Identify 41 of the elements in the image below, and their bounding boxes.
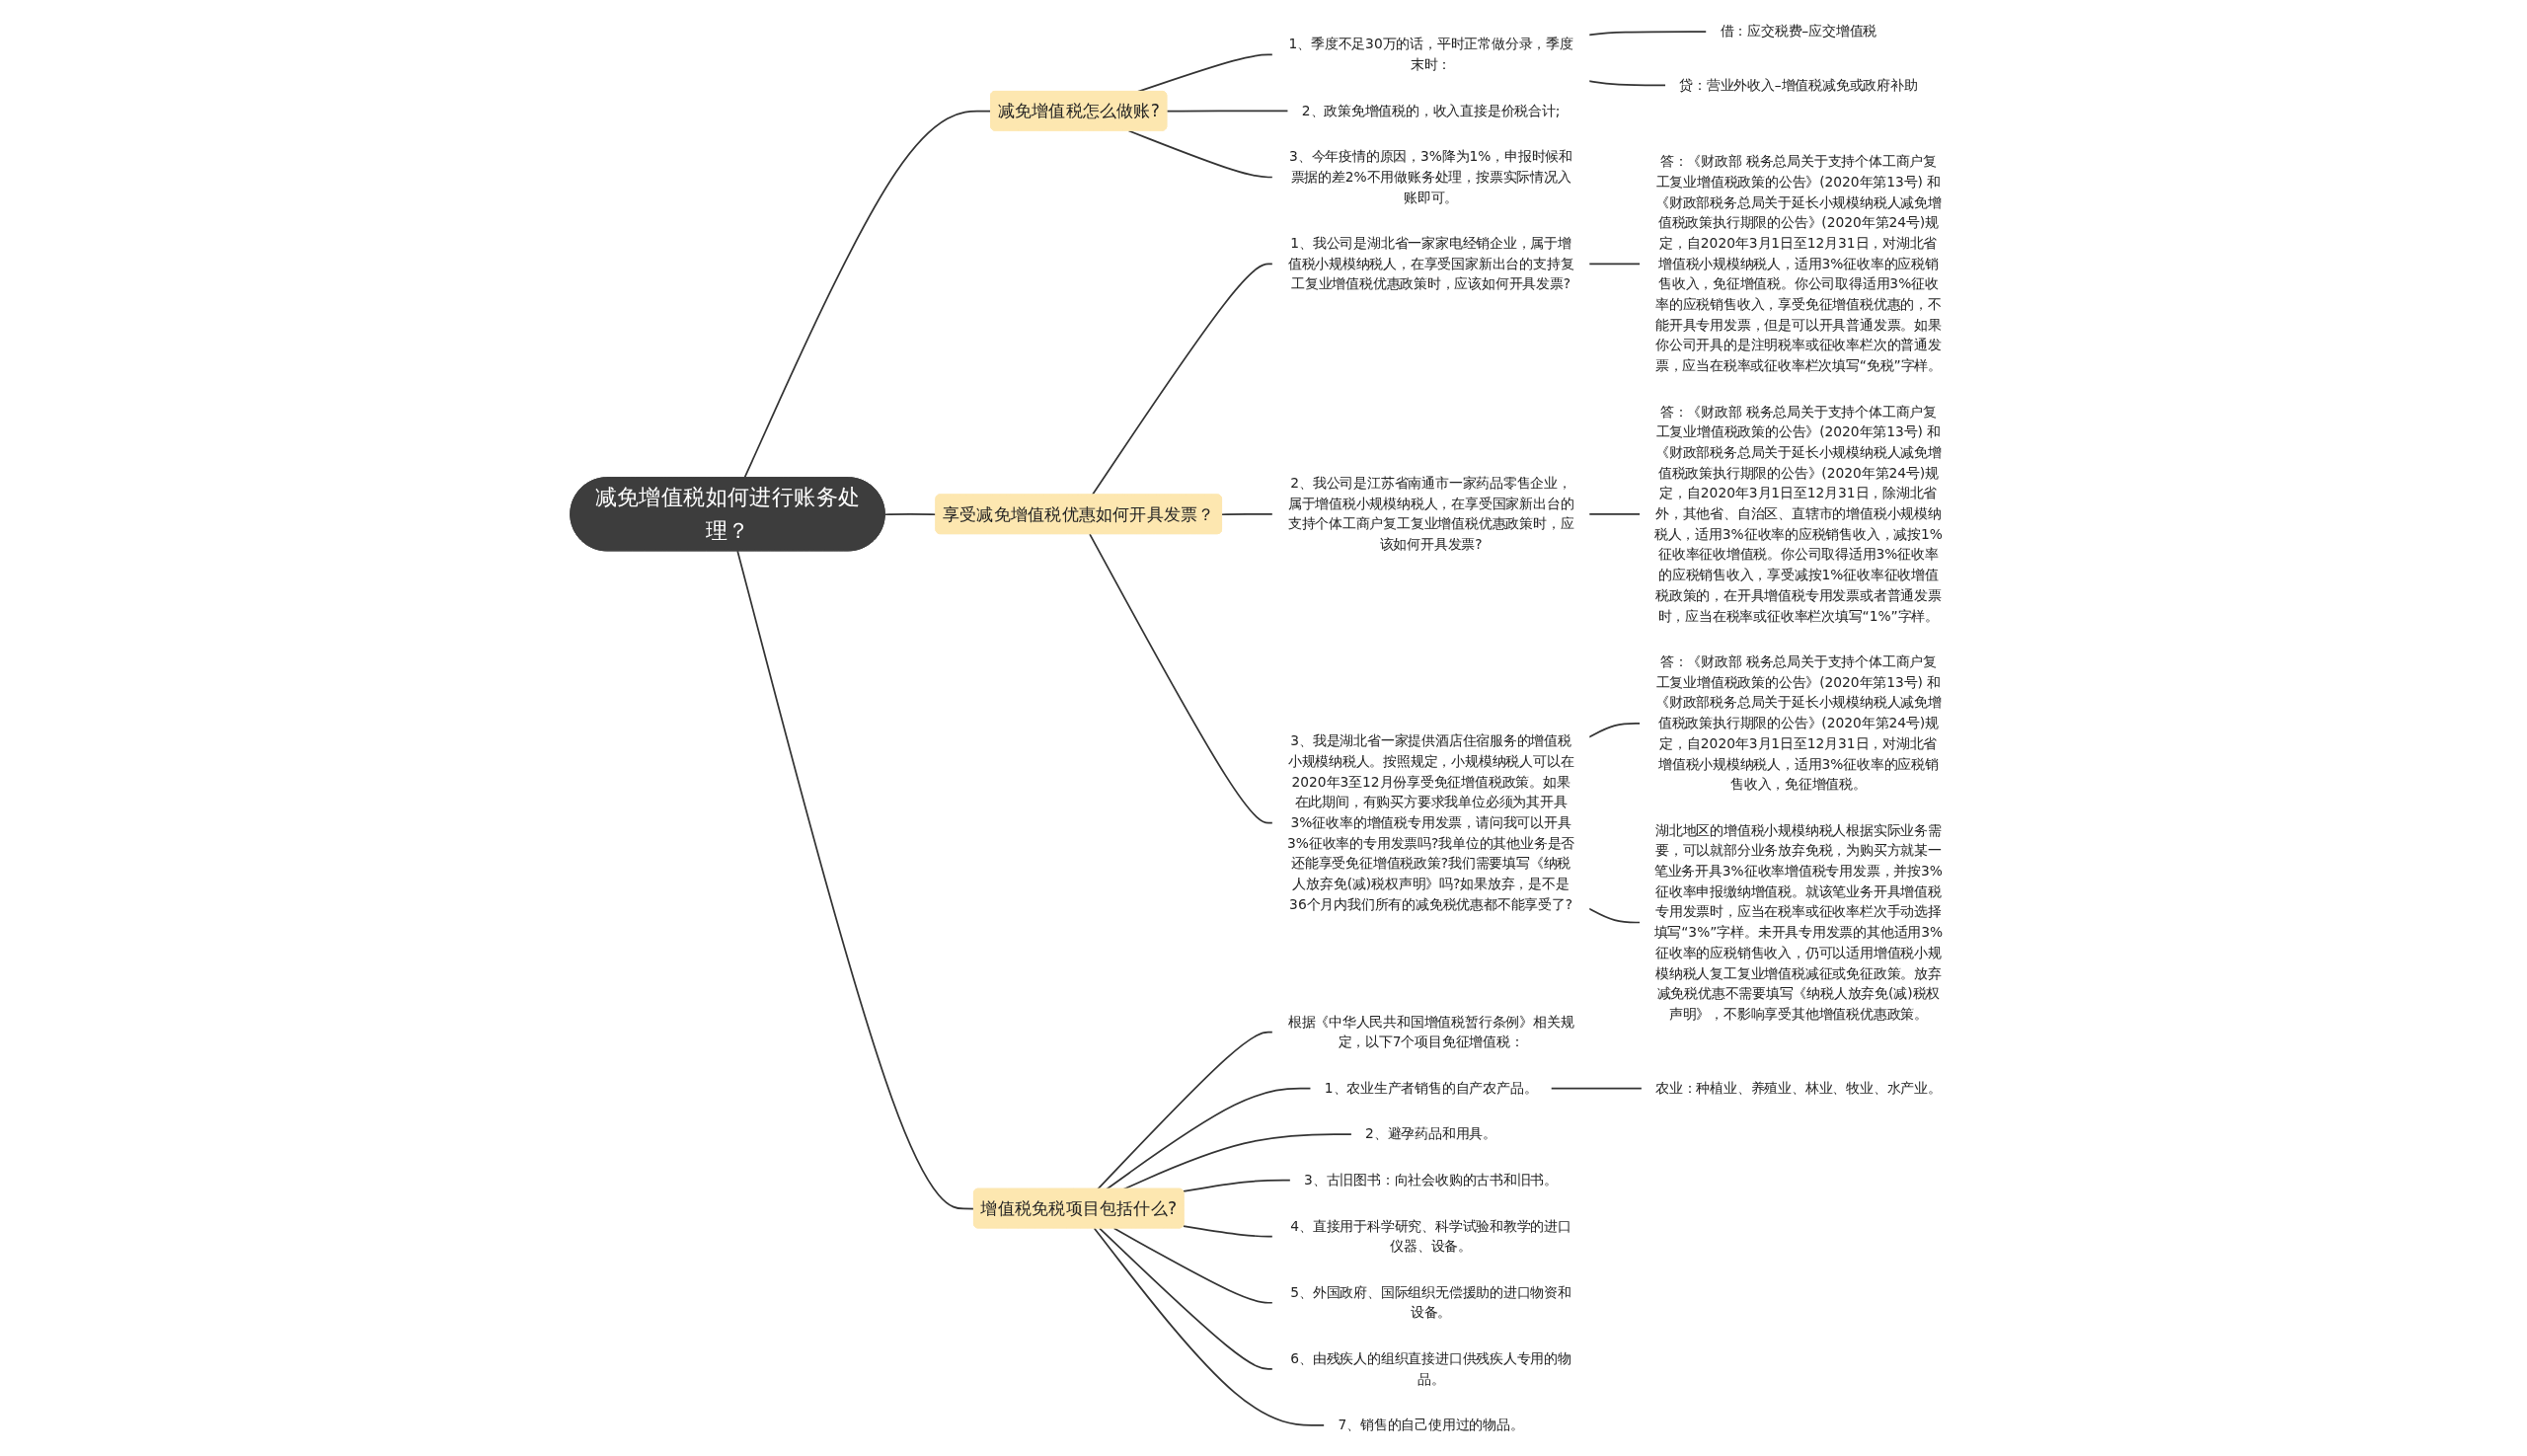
connector (1106, 1087, 1312, 1190)
node-text: 3、古旧图书：向社会收购的古书和旧书。 (1304, 1171, 1559, 1188)
node-text: 5、外国政府、国际组织无偿援助的进口物资和设备。 (1290, 1283, 1571, 1321)
node-text: 6、由残疾人的组织直接进口供残疾人专用的物品。 (1290, 1349, 1571, 1387)
node-text: 借：应交税费–应交增值税 (1720, 23, 1877, 39)
node-text: 3、我是湖北省一家提供酒店住宿服务的增值税小规模纳税人。按照规定，小规模纳税人可以在2020年3至12月份享受免征增值税政策。如果在此期间，有购买方要求我单位必须为其开具3%征收率的增值税专用发票，请问我可以开具3%征收率的专用发票吗?我单位的其他业务是否还能享受免征增值税政策?我们需要填写《纳税人放弃免(减)税权声明》吗?如果放弃，是不是36个月内我们所有的减免税优惠都不能享受了? (1286, 731, 1575, 912)
node-text: 答：《财政部 税务总局关于支持个体工商户复工复业增值税政策的公告》(2020年第13号) 和《财政部税务总局关于延长小规模纳税人减免增值税政策执行期限的公告》(2020年第24号)规定，自2020年3月1日至12月31日，对湖北省增值税小规模纳税人，适用3%征收率的应税销售收入，免征增值税。你公司取得适用3%征收率的应税销售收入，享受免征增值税优惠的，不能开具专用发票，但是可以开具普通发票。如果你公司开具的是注明税率或征收率栏次的普通发票，应当在税率或征收率栏次填写“免税”字样。 (1654, 152, 1942, 374)
connector (1183, 1179, 1292, 1192)
connector (1588, 512, 1642, 515)
node-text: 1、农业生产者销售的自产农产品。 (1324, 1079, 1538, 1096)
connector (1112, 1227, 1274, 1304)
node-text: 3、今年疫情的原因，3%降为1%，申报时候和票据的差2%不用做账务处理，按票实际情况入账即可。 (1289, 147, 1573, 205)
connector (1089, 532, 1274, 824)
connector (1166, 109, 1289, 113)
connector (1183, 1224, 1274, 1237)
node-text: 2、我公司是江苏省南通市一家药品零售企业，属于增值税小规模纳税人，在享受国家新出台的支持个体工商户复工复业增值税优惠政策时，应该如何开具发票? (1287, 474, 1574, 553)
connector (1588, 263, 1642, 265)
node-text: 2、避孕药品和用具。 (1365, 1124, 1496, 1142)
node-text: 1、季度不足30万的话，平时正常做分录，季度末时： (1288, 35, 1573, 72)
node-text: 2、政策免增值税的，收入直接是价税合计; (1301, 102, 1561, 118)
connector (1091, 263, 1274, 496)
connector (1127, 129, 1274, 178)
connector (736, 549, 975, 1209)
connector (1588, 907, 1642, 923)
connector (1588, 30, 1708, 36)
connector (1099, 1227, 1274, 1370)
node-text: 4、直接用于科学研究、科学试验和教学的进口仪器、设备。 (1290, 1217, 1571, 1255)
node-text: 根据《中华人民共和国增值税暂行条例》相关规定，以下7个项目免征增值税： (1287, 1013, 1574, 1050)
connector (743, 110, 992, 479)
node-text: 湖北地区的增值税小规模纳税人根据实际业务需要，可以就部分业务放弃免税，为购买方就某一笔业务开具3%征收率增值税专用发票，并按3%征收率申报缴纳增值税。就该笔业务开具增值税专用发票时，应当在税率或征收率栏次手动选择填写“3%”字样。未开具专用发票的其他适用3%征收率的应税销售收入，仍可以适用增值税小规模纳税人复工复业增值税减征或免征政策。放弃减免税优惠不需要填写《纳税人放弃免(减)税权声明》，不影响享受其他增值税优惠政策。 (1653, 821, 1944, 1022)
node-text: 答：《财政部 税务总局关于支持个体工商户复工复业增值税政策的公告》(2020年第13号) 和《财政部税务总局关于延长小规模纳税人减免增值税政策执行期限的公告》(2020年第24号)规定，自2020年3月1日至12月31日，除湖北省外，其他省、自治区、直辖市的增值税小规模纳税人，适用3%征收率的应税销售收入，减按1%征收率征收增值税。你公司取得适用3%征收率的应税销售收入，享受减按1%征收率征收增值税政策的，在开具增值税专用发票或者普通发票时，应当在税率或征收率栏次填写“1%”字样。 (1653, 403, 1943, 624)
connector (1588, 722, 1642, 738)
connector (1550, 1087, 1644, 1089)
node-text: 答：《财政部 税务总局关于支持个体工商户复工复业增值税政策的公告》(2020年第13号) 和《财政部税务总局关于延长小规模纳税人减免增值税政策执行期限的公告》(2020年第24号)规定，自2020年3月1日至12月31日，对湖北省增值税小规模纳税人，适用3%征收率的应税销售收入，免征增值税。 (1655, 652, 1942, 793)
node-text: 1、我公司是湖北省一家家电经销企业，属于增值税小规模纳税人，在享受国家新出台的支持复工复业增值税优惠政策时，应该如何开具发票? (1287, 234, 1574, 292)
node-text: 农业：种植业、养殖业、林业、牧业、水产业。 (1655, 1079, 1942, 1096)
connector (1093, 1227, 1326, 1426)
node-text: 贷：营业外收入–增值税减免或政府补助 (1679, 76, 1918, 93)
node-text: 7、销售的自己使用过的物品。 (1338, 1416, 1524, 1433)
connector (1221, 512, 1274, 515)
connector (1588, 79, 1667, 86)
